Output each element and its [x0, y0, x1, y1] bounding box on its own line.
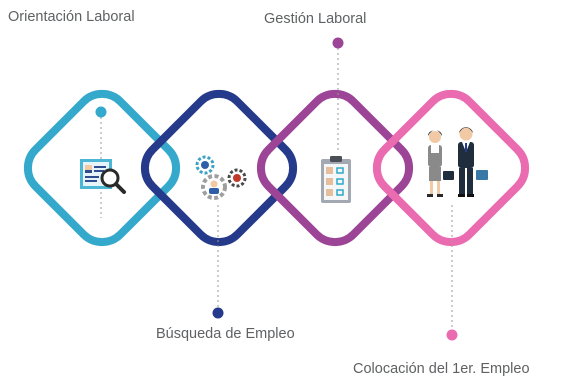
- people-gears-icon: [195, 155, 247, 200]
- diamond-frame-orientacion: [23, 89, 181, 247]
- stage-label-busqueda: Búsqueda de Empleo: [156, 326, 295, 342]
- marker-dot-orientacion: [95, 106, 107, 118]
- stage-label-colocacion: Colocación del 1er. Empleo: [353, 361, 530, 377]
- stage-label-orientacion: Orientación Laboral: [8, 9, 135, 25]
- diamond-frame-colocacion: [372, 89, 530, 247]
- checklist-clipboard-icon: [321, 156, 351, 203]
- cv-search-icon: [80, 159, 126, 194]
- marker-dot-colocacion: [446, 329, 458, 341]
- marker-dot-gestion: [332, 37, 344, 49]
- marker-dot-busqueda: [212, 307, 224, 319]
- diamond-frame-gestion: [256, 89, 414, 247]
- business-couple-icon: [427, 127, 488, 197]
- diamond-frame-busqueda: [140, 89, 298, 247]
- stage-label-gestion: Gestión Laboral: [264, 11, 367, 27]
